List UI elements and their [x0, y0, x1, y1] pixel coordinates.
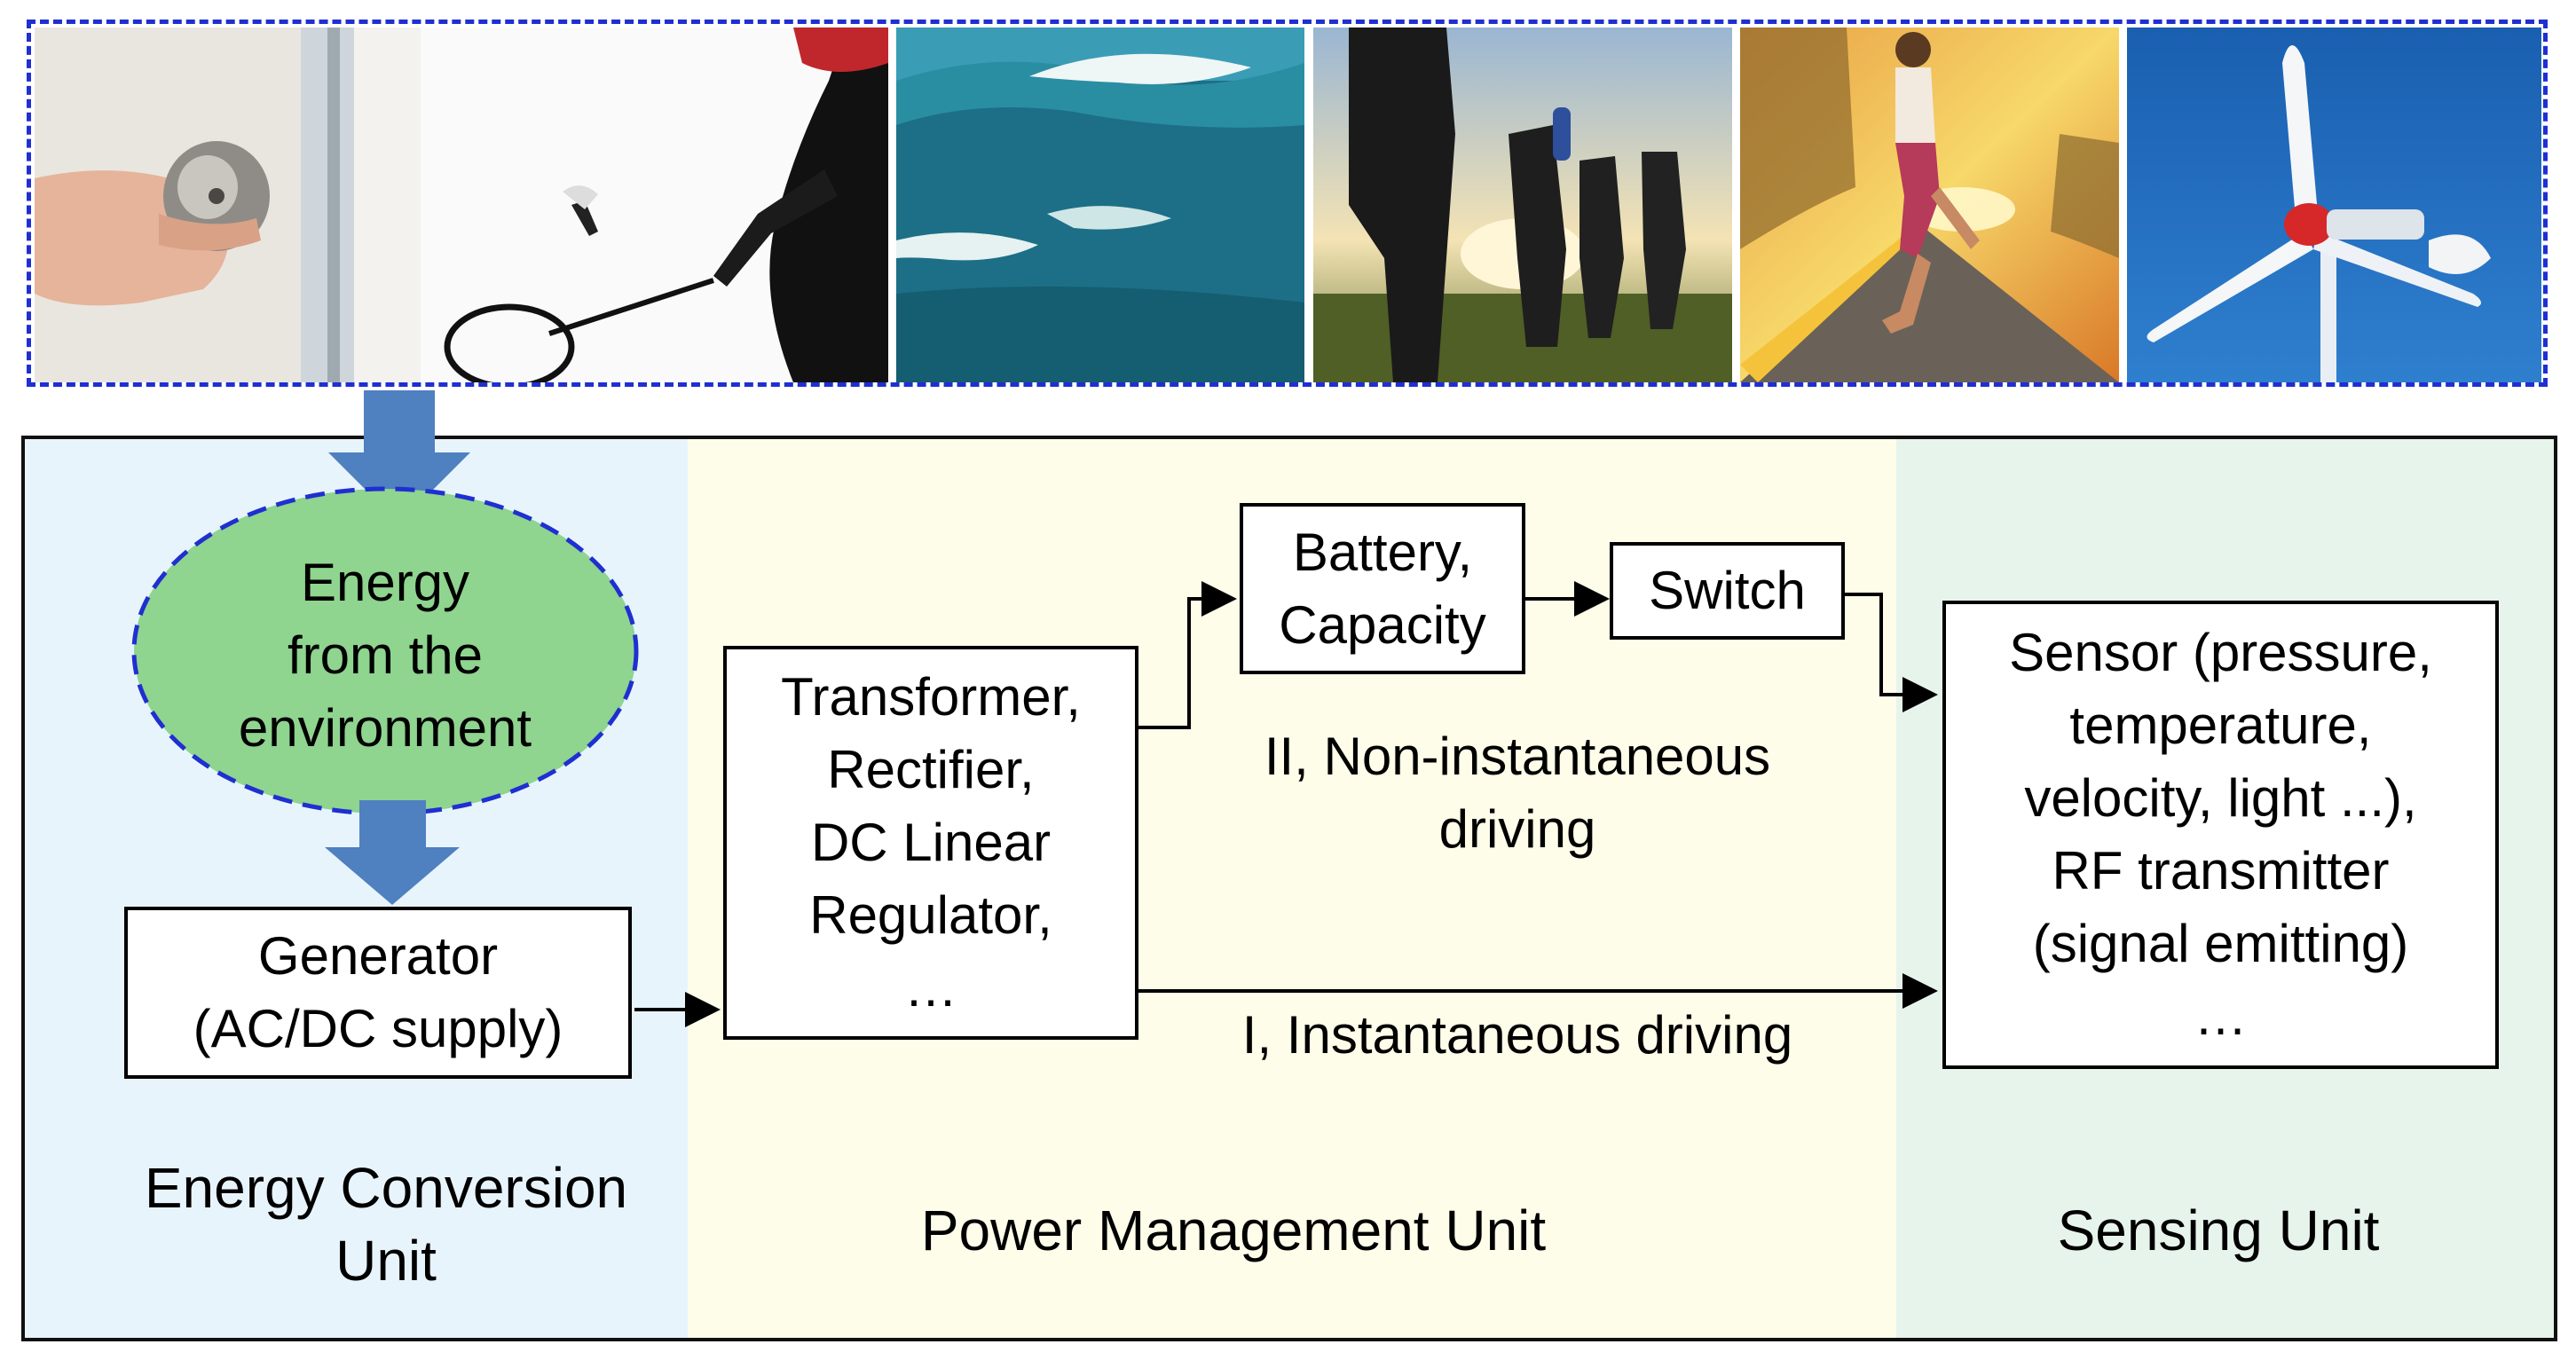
transformer-line-2: Rectifier,	[827, 740, 1035, 799]
photo-ocean-waves	[896, 28, 1304, 382]
energy-source-label: Energy from the environment	[163, 546, 607, 765]
transformer-line-5: …	[904, 958, 957, 1018]
sensor-line-3: velocity, light ...),	[2024, 768, 2417, 828]
transformer-box: Transformer, Rectifier, DC Linear Regula…	[723, 646, 1138, 1040]
unit-title-conversion: Energy Conversion Unit	[89, 1152, 683, 1297]
unit-title-conversion-line-2: Unit	[335, 1229, 437, 1293]
transformer-line-4: Regulator,	[809, 885, 1052, 945]
energy-source-line-2: from the	[287, 625, 484, 685]
battery-line-1: Battery,	[1292, 522, 1473, 582]
sensor-line-6: …	[2194, 987, 2248, 1046]
switch-label: Switch	[1649, 561, 1806, 620]
energy-source-line-3: environment	[238, 698, 532, 758]
generator-line-1: Generator	[257, 926, 499, 986]
photo-hikers	[1313, 28, 1732, 382]
transformer-line-3: DC Linear	[810, 813, 1052, 872]
battery-line-2: Capacity	[1279, 594, 1486, 655]
energy-source-photo-strip	[27, 20, 2548, 387]
generator-box: Generator (AC/DC supply)	[124, 907, 632, 1079]
generator-line-2: (AC/DC supply)	[193, 999, 563, 1058]
sensor-line-2: temperature,	[2069, 696, 2372, 755]
sensor-box: Sensor (pressure, temperature, velocity,…	[1942, 601, 2499, 1069]
unit-title-power: Power Management Unit	[834, 1194, 1633, 1267]
path-noninstant-line-2: driving	[1438, 799, 1596, 859]
battery-box: Battery, Capacity	[1240, 503, 1525, 674]
unit-title-sensing-text: Sensing Unit	[2057, 1199, 2380, 1262]
unit-title-conversion-line-1: Energy Conversion	[144, 1156, 628, 1220]
switch-box: Switch	[1610, 542, 1845, 640]
sensor-line-5: (signal emitting)	[2032, 914, 2409, 973]
photo-runner	[1740, 28, 2119, 382]
path-instant-label: I, Instantaneous driving	[1162, 999, 1872, 1072]
unit-title-power-text: Power Management Unit	[920, 1199, 1547, 1262]
unit-title-sensing: Sensing Unit	[1943, 1194, 2493, 1267]
transformer-line-1: Transformer,	[781, 667, 1081, 727]
sensor-line-1: Sensor (pressure,	[2009, 623, 2432, 682]
photo-wind-turbine	[2127, 28, 2541, 382]
sensor-line-4: RF transmitter	[2052, 841, 2390, 900]
photo-door-knob	[35, 28, 421, 382]
photo-badminton	[421, 28, 888, 382]
energy-source-line-1: Energy	[300, 553, 470, 612]
path-noninstant-label: II, Non-instantaneous driving	[1162, 720, 1872, 866]
path-instant-text: I, Instantaneous driving	[1241, 1005, 1793, 1065]
path-noninstant-line-1: II, Non-instantaneous	[1264, 727, 1771, 786]
